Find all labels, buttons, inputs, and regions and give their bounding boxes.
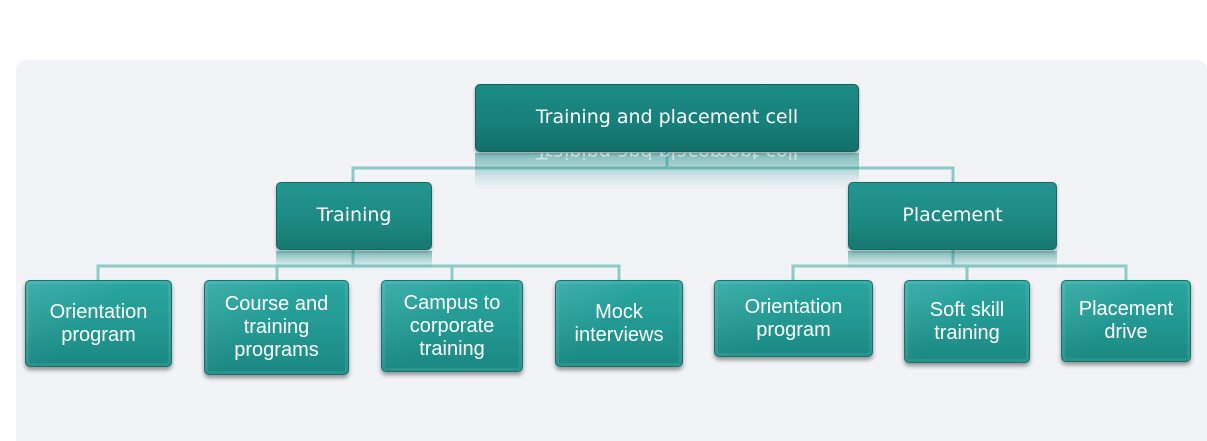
leaf-line: Campus to: [403, 291, 501, 314]
root-reflection: Training and placement cell: [475, 153, 859, 191]
leaf-line: drive: [1104, 321, 1148, 343]
leaf-line: Mock: [595, 300, 643, 323]
leaf-orientation-program-placement: Orientation program: [714, 280, 873, 357]
leaf-line: training: [243, 316, 310, 338]
leaf-line: Placement: [1078, 298, 1174, 320]
leaf-line: Soft skill: [929, 298, 1005, 321]
leaf-line: training: [934, 321, 1000, 344]
leaf-line: Orientation: [744, 295, 843, 318]
leaf-line: corporate: [409, 314, 495, 337]
leaf-campus-to-corporate-training: Campus to corporate training: [381, 280, 523, 372]
placement-label: Placement: [902, 204, 1003, 227]
leaf-placement-drive: Placement drive: [1061, 280, 1191, 362]
leaf-line: interviews: [574, 323, 664, 346]
training-node: Training: [276, 182, 432, 250]
leaf-line: training: [419, 337, 485, 360]
root-label: Training and placement cell: [535, 106, 799, 129]
leaf-line: program: [756, 318, 831, 341]
training-label: Training: [316, 204, 392, 227]
connector-training-4: [353, 264, 621, 280]
leaf-mock-interviews: Mock interviews: [555, 280, 683, 367]
leaf-soft-skill-training: Soft skill training: [904, 280, 1030, 363]
placement-node: Placement: [848, 182, 1057, 250]
placement-reflection: [848, 251, 1057, 271]
root-node: Training and placement cell: [475, 84, 859, 152]
leaf-course-and-training-programs: Course and training programs: [204, 280, 349, 375]
root-reflection-text: Training and placement cell: [536, 153, 798, 163]
leaf-line: Orientation: [49, 300, 148, 323]
leaf-line: Course and: [224, 293, 329, 315]
leaf-line: programs: [234, 339, 319, 361]
leaf-orientation-program-training: Orientation program: [25, 280, 172, 367]
training-reflection: [276, 251, 432, 271]
leaf-line: program: [61, 323, 136, 346]
